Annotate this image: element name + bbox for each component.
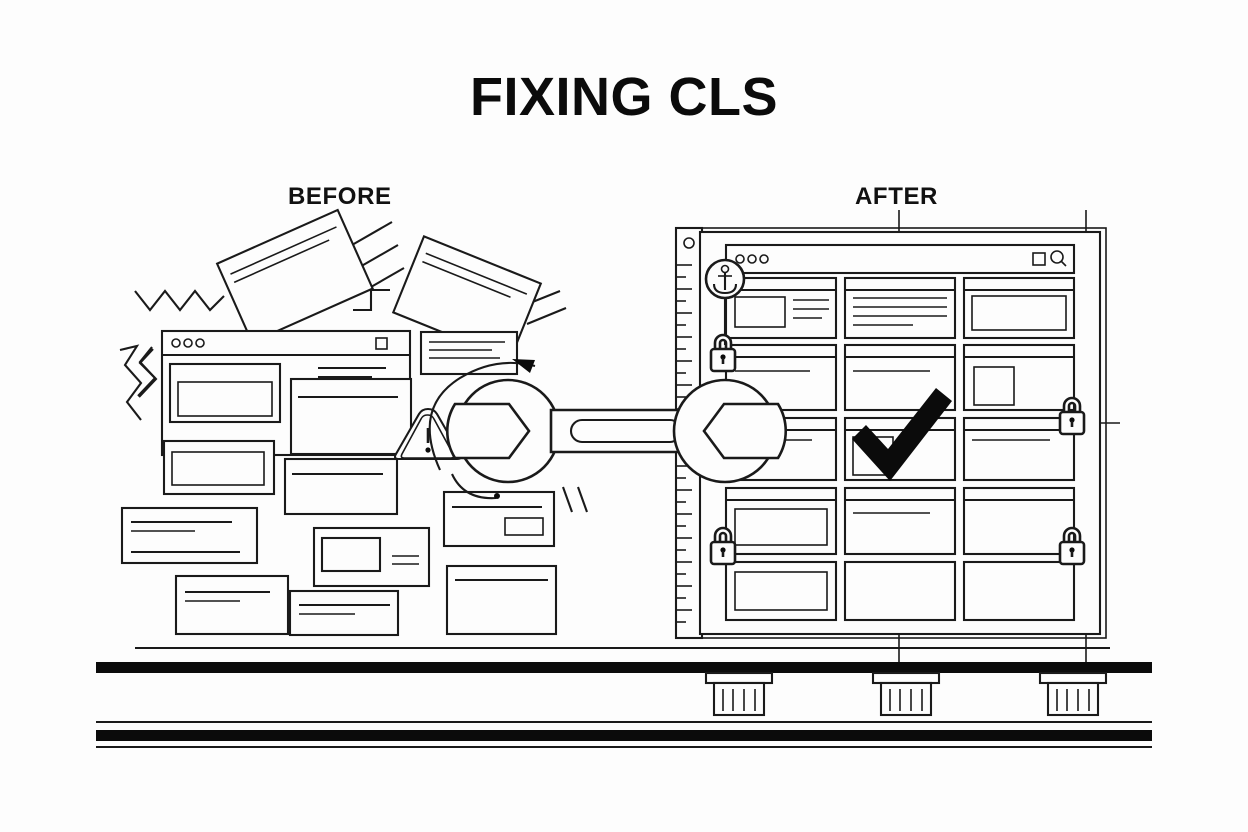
wrench-head-right <box>672 378 788 484</box>
before-group <box>119 208 588 637</box>
wrench-head-left <box>445 378 561 484</box>
grid-cell <box>962 486 1076 556</box>
pedestal <box>871 671 941 717</box>
pedestal <box>1038 671 1108 717</box>
motion-step-line-2 <box>119 344 143 421</box>
before-scattered-cards <box>120 330 558 637</box>
lock-icon <box>709 526 737 566</box>
base-bar-upper <box>96 662 1152 673</box>
search-icon <box>1050 250 1067 267</box>
check-mark-icon <box>852 388 952 481</box>
lock-icon <box>709 333 737 373</box>
label-after: AFTER <box>855 183 938 210</box>
base-group <box>96 646 1152 749</box>
lock-icon <box>1058 526 1086 566</box>
rotation-arrow-top <box>428 359 536 471</box>
wrench-icon <box>428 359 788 500</box>
grid-cell <box>724 560 838 622</box>
tilted-card-a <box>215 208 375 344</box>
motion-zigzag-top <box>134 289 225 312</box>
grid-cell <box>962 276 1076 340</box>
page-title: FIXING CLS <box>469 67 778 127</box>
warning-triangle-icon <box>393 407 463 461</box>
grid-cell <box>962 560 1076 622</box>
anchor-icon <box>704 258 746 345</box>
motion-zigzag-left-2 <box>138 348 158 398</box>
grid-cell <box>962 343 1076 412</box>
grid-cell <box>962 416 1076 482</box>
motion-step-line <box>353 288 390 312</box>
square-icon <box>1032 252 1046 266</box>
rotation-arrow-bottom <box>451 473 500 500</box>
label-before: BEFORE <box>288 183 392 210</box>
grid-cell <box>843 276 957 340</box>
pedestal <box>704 671 774 717</box>
square-icon <box>375 337 388 350</box>
lock-icon <box>1058 396 1086 436</box>
speed-lines-mid <box>562 486 588 513</box>
grid-cell <box>724 276 838 340</box>
base-bar-lower <box>96 730 1152 741</box>
grid-cell <box>724 486 838 556</box>
grid-cell <box>843 486 957 556</box>
grid-cell <box>843 560 957 622</box>
